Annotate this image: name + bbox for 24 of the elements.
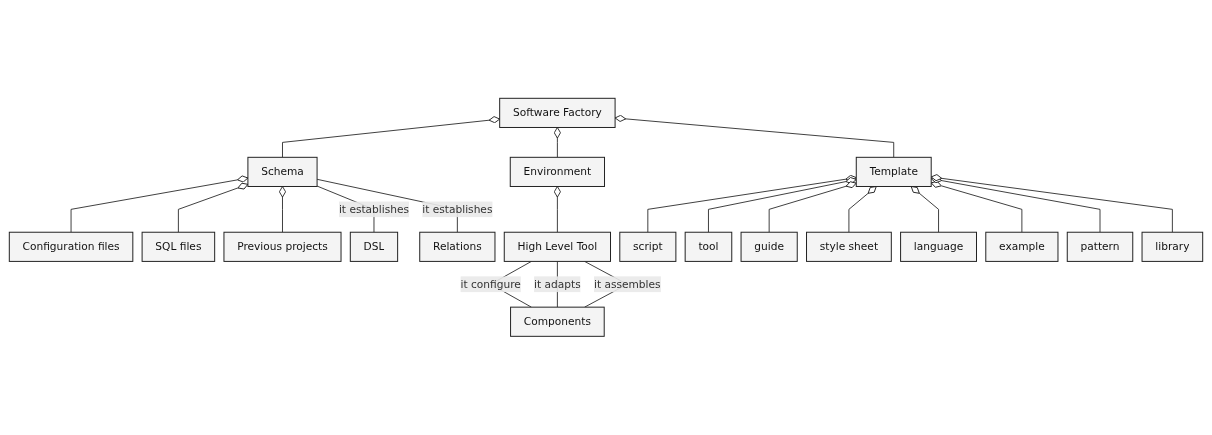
node-box: style sheet bbox=[806, 231, 892, 263]
node-box: SQL files bbox=[141, 231, 216, 263]
node-box: Template bbox=[855, 157, 932, 188]
node-box: guide bbox=[740, 231, 798, 263]
node-box: library bbox=[1141, 231, 1204, 263]
node-box: DSL bbox=[349, 231, 399, 263]
node-box: Components bbox=[510, 306, 605, 337]
edge-label: it configure bbox=[460, 277, 521, 291]
node-box: Schema bbox=[247, 157, 318, 188]
node-box: High Level Tool bbox=[503, 231, 611, 263]
node-box: script bbox=[619, 231, 677, 263]
edge-label: it assembles bbox=[593, 277, 661, 291]
edge-label: it adapts bbox=[534, 277, 581, 291]
node-box: Previous projects bbox=[223, 231, 342, 263]
edge-label: it establishes bbox=[338, 202, 410, 216]
node-box: Environment bbox=[509, 157, 605, 188]
node-box: language bbox=[900, 231, 977, 263]
node-box: Software Factory bbox=[499, 98, 616, 129]
node-box: Configuration files bbox=[8, 231, 134, 263]
node-box: tool bbox=[684, 231, 733, 263]
node-box: Relations bbox=[419, 231, 496, 263]
node-box: example bbox=[985, 231, 1059, 263]
node-box: pattern bbox=[1066, 231, 1134, 263]
edge-label: it establishes bbox=[422, 202, 493, 216]
